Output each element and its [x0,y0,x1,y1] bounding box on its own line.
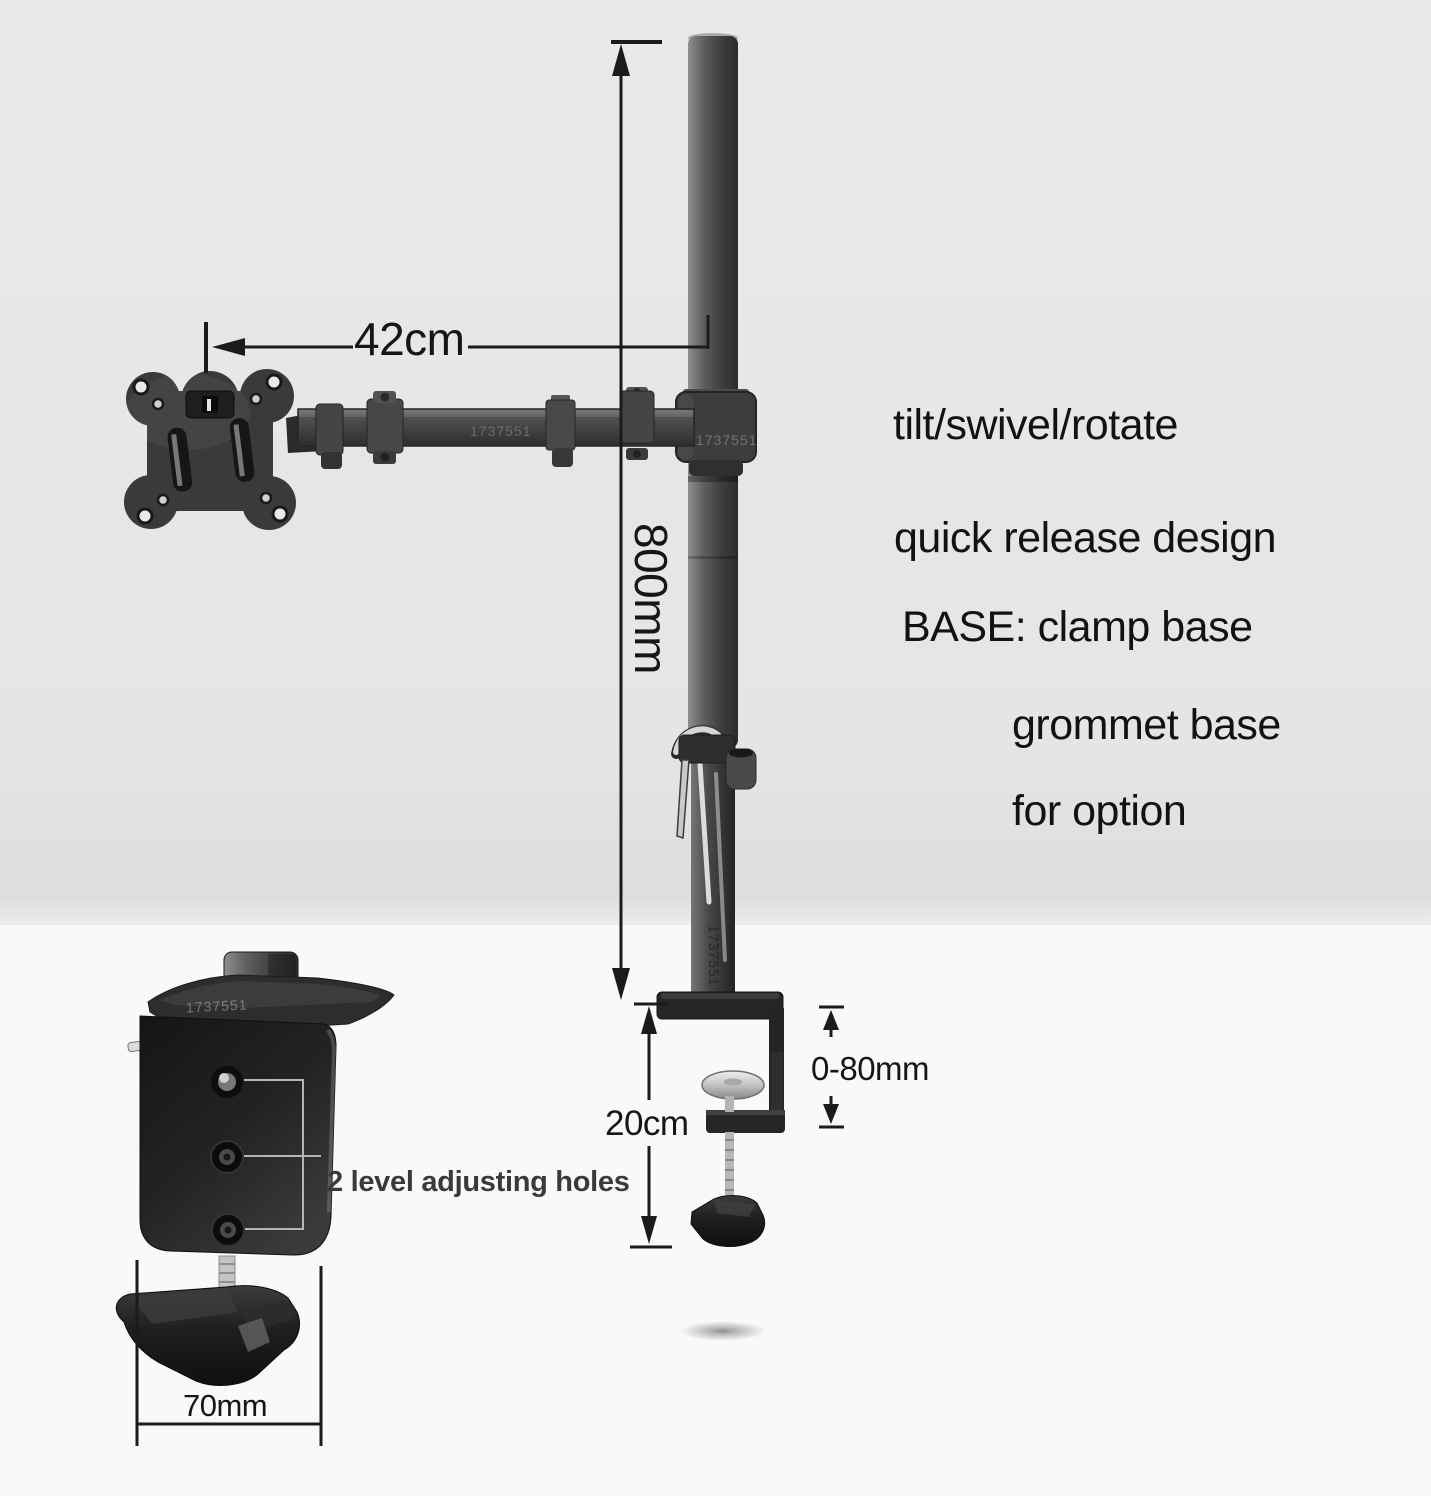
knob-shadow [680,1321,766,1341]
dimension-label-clamp-width: 70mm [183,1388,268,1423]
vesa-plate [124,369,296,530]
clamp-knob [690,1195,766,1247]
adjusting-holes [210,1066,245,1247]
pole [688,33,738,1006]
dim-70mm [135,1260,323,1446]
dim-800mm [611,40,662,1000]
arm-middle-clamp [545,395,576,467]
callout-bracket [244,1079,321,1230]
monitor-arm [286,387,695,469]
vesa-slots [167,418,255,492]
clamp-detail [115,951,395,1386]
release-lever [676,759,690,840]
desk-clamp [656,991,785,1341]
dimension-label-desk-thickness: 0-80mm [811,1050,930,1087]
dim-20cm [630,1002,672,1249]
arm-right-joint [619,387,655,460]
dim-0-80mm [819,1005,844,1129]
quick-release-tab [185,390,235,419]
watermark-on-collar: 1737551 [696,432,758,448]
arm-band-clamp [315,403,344,469]
clamp-front-plate [139,1015,337,1256]
pole-height-clamp [671,725,757,840]
watermark-on-pole: 1737551 [706,925,722,987]
vesa-screw-holes [132,373,289,525]
watermark-on-clamp: 1737551 [185,996,248,1016]
clamp-detail-knob [115,1285,300,1386]
dimension-label-clamp-height: 20cm [605,1104,689,1143]
clamp-pressure-disc [701,1070,765,1100]
watermark-on-arm: 1737551 [470,423,532,439]
dimension-lines [135,40,844,1446]
arm-left-joint [366,391,404,464]
dimension-label-arm-length: 42cm [354,313,465,365]
dim-42cm [204,315,710,373]
callout-adjusting-holes: 2 level adjusting holes [327,1166,630,1198]
dimension-label-pole-height: 800mm [625,523,677,674]
